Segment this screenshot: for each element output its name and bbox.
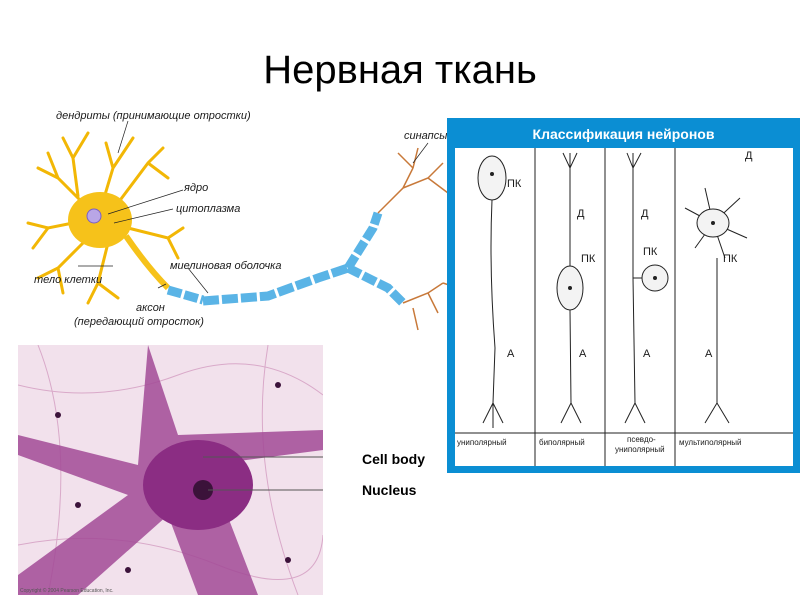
bipolar-caption: биполярный: [539, 438, 585, 447]
label-soma: тело клетки: [34, 274, 102, 286]
label-nucleus: ядро: [184, 182, 208, 194]
label-dendrites: дендриты (принимающие отростки): [56, 110, 251, 122]
pseudo-a: А: [643, 348, 650, 360]
pseudo-caption-2: униполярный: [615, 445, 665, 454]
label-nucleus-en: Nucleus: [362, 482, 416, 498]
unipolar-caption: униполярный: [457, 438, 507, 447]
label-cell-body: Cell body: [362, 451, 425, 467]
classification-grid: ПК А униполярный Д ПК А биполярный Д ПК …: [455, 148, 793, 466]
multipolar-pk: ПК: [723, 253, 737, 265]
pseudo-caption-1: псевдо-: [627, 435, 656, 444]
classification-panel: Классификация нейронов: [447, 118, 800, 473]
label-myelin: миелиновая оболочка: [170, 260, 281, 272]
multipolar-caption: мультиполярный: [679, 438, 741, 447]
label-axon-desc: (передающий отросток): [74, 316, 204, 328]
neuron-illustration: [18, 108, 458, 340]
slide-title: Нервная ткань: [0, 48, 800, 93]
bipolar-a: А: [579, 348, 586, 360]
bipolar-d: Д: [577, 208, 584, 220]
classification-illustration: [455, 148, 793, 466]
nucleus: [87, 209, 101, 223]
unipolar-a: А: [507, 348, 514, 360]
unipolar-pk: ПК: [507, 178, 521, 190]
micrograph: [18, 345, 323, 595]
bipolar-pk: ПК: [581, 253, 595, 265]
multipolar-a: А: [705, 348, 712, 360]
classification-title: Классификация нейронов: [447, 126, 800, 142]
label-cytoplasm: цитоплазма: [176, 203, 240, 215]
neuron-diagram: дендриты (принимающие отростки) ядро цит…: [18, 108, 458, 340]
label-synapses: синапсы: [404, 130, 447, 142]
multipolar-d: Д: [745, 150, 752, 162]
label-axon: аксон: [136, 302, 165, 314]
micrograph-image: [18, 345, 323, 595]
myelin-sheath: [168, 213, 403, 303]
copyright: Copyright © 2004 Pearson Education, Inc.: [20, 588, 113, 594]
pseudo-d: Д: [641, 208, 648, 220]
pseudo-pk: ПК: [643, 246, 657, 258]
